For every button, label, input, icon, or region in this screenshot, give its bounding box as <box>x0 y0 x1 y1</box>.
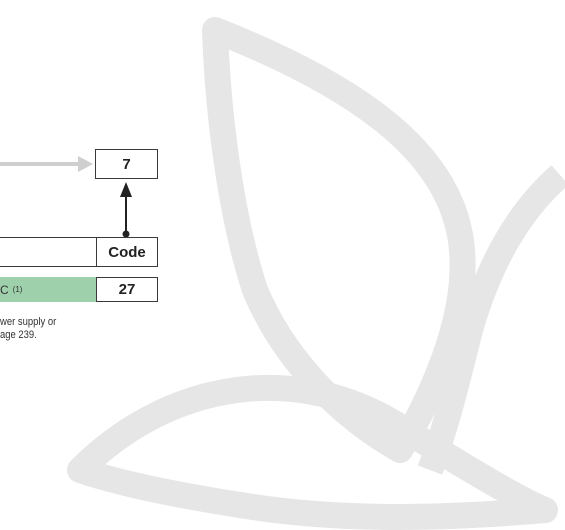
footnote-line-2: age 239. <box>0 329 37 341</box>
footnote-line-1: wer supply or <box>0 316 57 328</box>
black-arrowhead-icon <box>120 182 132 197</box>
leaf-shape-right <box>417 165 565 475</box>
leaf-shape-lower <box>67 374 558 530</box>
code-value: 27 <box>118 281 136 298</box>
code-header-cell: Code <box>96 237 158 267</box>
result-box: 7 <box>95 149 158 179</box>
footnote-text: wer supply or age 239. <box>0 316 56 342</box>
gray-arrowhead-icon <box>78 156 93 172</box>
leaf-shape-upper <box>202 17 476 463</box>
footnote-marker: (1) <box>12 285 23 294</box>
code-header-label: Code <box>108 243 146 261</box>
table-header-cell <box>0 237 97 267</box>
connector-dot-icon <box>122 230 130 238</box>
result-value: 7 <box>122 155 131 173</box>
green-cell-text: C <box>0 282 9 297</box>
green-table-cell: C (1) <box>0 277 97 302</box>
code-value-cell: 27 <box>96 277 158 302</box>
